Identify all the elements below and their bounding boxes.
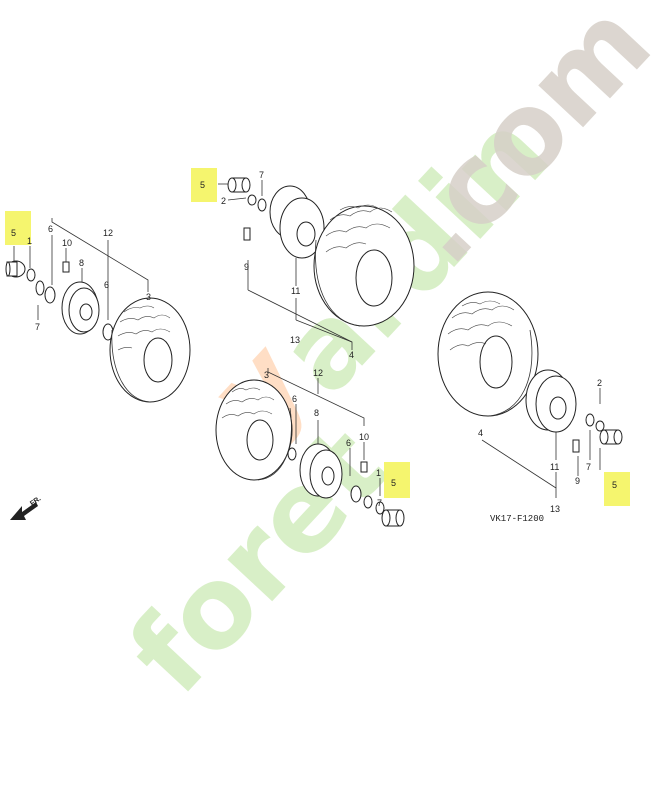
right-wheel-assembly [437,291,623,498]
label-8: 8 [314,408,319,418]
label-2: 2 [221,196,226,206]
label-12: 12 [103,228,113,238]
label-4: 4 [478,428,483,438]
label-5: 5 [612,480,617,490]
label-1: 1 [27,236,32,246]
label-9: 9 [244,262,249,272]
highlight-box-2 [5,211,31,245]
label-5: 5 [391,478,396,488]
part-labels: 5 1 10 6 8 12 6 3 7 5 7 2 9 11 13 4 3 12… [11,170,617,524]
label-7: 7 [377,498,382,508]
top-center-wheel-assembly [218,177,415,350]
label-6: 6 [104,280,109,290]
label-3: 3 [264,370,269,380]
label-5: 5 [11,228,16,238]
label-2: 2 [597,378,602,388]
label-6: 6 [292,394,297,404]
label-7: 7 [259,170,264,180]
drawing-code: VK17-F1200 [490,514,544,524]
label-7: 7 [586,462,591,472]
label-11: 11 [550,462,559,472]
label-6: 6 [48,224,53,234]
label-13: 13 [550,504,560,514]
bottom-center-wheel-assembly [215,368,405,527]
left-front-wheel-assembly [5,218,191,403]
label-7: 7 [35,322,40,332]
fr-arrow-icon [10,502,38,520]
label-3: 3 [146,292,151,302]
label-9: 9 [575,476,580,486]
label-11: 11 [291,286,300,296]
highlight-box-4 [604,472,630,506]
label-10: 10 [359,432,369,442]
label-4: 4 [349,350,354,360]
label-13: 13 [290,335,300,345]
label-8: 8 [79,258,84,268]
highlight-box-3 [384,462,410,498]
label-6: 6 [346,438,351,448]
label-10: 10 [62,238,72,248]
label-5: 5 [200,180,205,190]
front-direction-arrow: FR. [10,495,42,520]
label-1: 1 [376,468,381,478]
label-12: 12 [313,368,323,378]
highlight-box-1 [191,168,217,202]
